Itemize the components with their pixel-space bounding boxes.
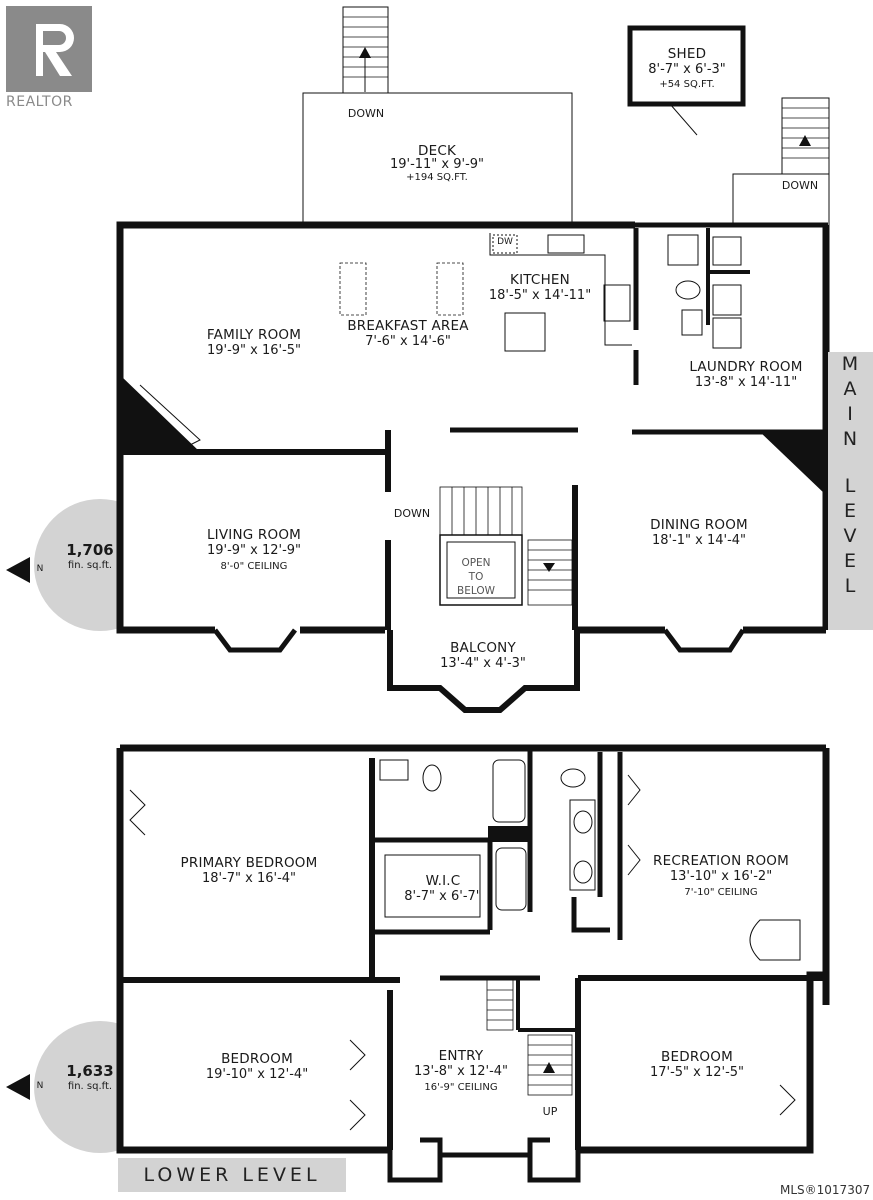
main-level-letter: L	[844, 475, 857, 497]
room-primary: PRIMARY BEDROOM 18'-7" x 16'-4"	[181, 855, 318, 887]
main-area-unit: fin. sq.ft.	[67, 560, 113, 571]
family-dims: 19'-9" x 16'-5"	[206, 343, 302, 358]
lower-north-label: N	[36, 1081, 44, 1091]
laundry-dims: 13'-8" x 14'-11"	[694, 375, 798, 390]
deck-stairs-arrow-icon	[359, 47, 371, 58]
main-level-letter: N	[842, 428, 859, 450]
kitchen-dims: 18'-5" x 14'-11"	[488, 288, 592, 303]
room-wic: W.I.C 8'-7" x 6'-7"	[404, 873, 482, 905]
laundry-name: LAUNDRY ROOM	[689, 359, 803, 375]
open-to-below-line-2: TO	[468, 571, 484, 583]
dining-name: DINING ROOM	[650, 517, 748, 533]
family-name: FAMILY ROOM	[206, 327, 302, 343]
primary-dims: 18'-7" x 16'-4"	[201, 871, 297, 886]
room-family: FAMILY ROOM 19'-9" x 16'-5"	[207, 327, 301, 359]
realtor-logo: REALTOR	[6, 6, 94, 110]
room-entry: ENTRY 13'-8" x 12'-4" 16'-9" CEILING	[414, 1048, 508, 1096]
lower-level-badge: LOWER LEVEL	[118, 1158, 346, 1192]
shed-dims: 8'-7" x 6'-3"	[648, 62, 726, 77]
entry-dims: 13'-8" x 12'-4"	[413, 1064, 509, 1079]
main-level-letter: V	[843, 525, 858, 547]
open-to-below-line-3: BELOW	[457, 585, 495, 597]
shed-name: SHED	[667, 46, 707, 62]
room-recreation: RECREATION ROOM 13'-10" x 16'-2" 7'-10" …	[653, 853, 789, 901]
open-to-below-line-1: OPEN	[461, 557, 491, 569]
recreation-ceiling: 7'-10" CEILING	[684, 887, 758, 898]
room-kitchen: KITCHEN 18'-5" x 14'-11"	[489, 272, 591, 304]
main-north-label: N	[36, 564, 44, 574]
recreation-dims: 13'-10" x 16'-2"	[669, 869, 773, 884]
down-deck-label: DOWN	[347, 107, 385, 120]
open-to-below: OPEN TO BELOW	[457, 556, 495, 598]
up-stairs-label: UP	[542, 1105, 558, 1118]
lower-area: 1,633 fin. sq.ft.	[66, 1064, 113, 1094]
main-area: 1,706 fin. sq.ft.	[66, 543, 113, 573]
lower-stairs-arrow-icon	[543, 1062, 555, 1073]
realtor-logo-mark	[6, 6, 92, 92]
dishwasher-label: DW	[497, 237, 513, 247]
entry-ceiling: 16'-9" CEILING	[424, 1082, 498, 1093]
deck-dims: 19'-11" x 9'-9"	[389, 157, 485, 172]
main-north-arrow-icon	[6, 557, 30, 583]
bedroom-left-dims: 19'-10" x 12'-4"	[205, 1067, 309, 1082]
living-ceiling: 8'-0" CEILING	[220, 561, 288, 572]
bedroom-right-dims: 17'-5" x 12'-5"	[649, 1065, 745, 1080]
breakfast-name: BREAKFAST AREA	[347, 318, 469, 334]
wic-dims: 8'-7" x 6'-7"	[404, 889, 482, 904]
dining-dims: 18'-1" x 14'-4"	[651, 533, 747, 548]
kitchen-name: KITCHEN	[510, 272, 570, 288]
main-level-letter: A	[843, 378, 858, 400]
main-stairs-arrow-icon	[543, 563, 555, 572]
mls-number: MLS®1017307	[780, 1183, 871, 1197]
down-stairs-label: DOWN	[393, 507, 431, 520]
main-level-letter: I	[847, 403, 854, 425]
deck-name: DECK	[417, 143, 457, 159]
lower-level-label: LOWER LEVEL	[143, 1164, 321, 1186]
main-area-value: 1,706	[66, 541, 114, 559]
primary-name: PRIMARY BEDROOM	[180, 855, 318, 871]
laundry-stairs-arrow-icon	[799, 135, 811, 146]
balcony-name: BALCONY	[450, 640, 516, 656]
deck-area: +194 SQ.FT.	[406, 172, 468, 183]
shed-area: +54 SQ.FT.	[659, 79, 715, 90]
room-dining: DINING ROOM 18'-1" x 14'-4"	[650, 517, 748, 549]
main-level-letter: E	[843, 500, 857, 522]
lower-north-arrow-icon	[6, 1074, 30, 1100]
living-name: LIVING ROOM	[206, 527, 302, 543]
main-level-letter: E	[843, 550, 857, 572]
room-shed: SHED 8'-7" x 6'-3" +54 SQ.FT.	[648, 47, 726, 92]
down-laundry-label: DOWN	[781, 179, 819, 192]
bedroom-right-name: BEDROOM	[661, 1049, 733, 1065]
breakfast-dims: 7'-6" x 14'-6"	[365, 334, 451, 349]
recreation-name: RECREATION ROOM	[653, 853, 789, 869]
main-level-letter	[828, 452, 873, 474]
bedroom-left-name: BEDROOM	[221, 1051, 293, 1067]
main-level-letter: L	[844, 575, 857, 597]
room-balcony: BALCONY 13'-4" x 4'-3"	[440, 640, 526, 672]
lower-area-unit: fin. sq.ft.	[67, 1081, 113, 1092]
room-deck: DECK 19'-11" x 9'-9" +194 SQ.FT.	[389, 143, 485, 184]
main-level-letter: M	[841, 353, 860, 375]
room-living: LIVING ROOM 19'-9" x 12'-9" 8'-0" CEILIN…	[207, 527, 301, 575]
entry-name: ENTRY	[438, 1048, 484, 1064]
room-bedroom-right: BEDROOM 17'-5" x 12'-5"	[650, 1049, 744, 1081]
wic-name: W.I.C	[425, 873, 461, 889]
realtor-logo-text: REALTOR	[6, 94, 73, 110]
room-breakfast: BREAKFAST AREA 7'-6" x 14'-6"	[347, 318, 468, 350]
lower-area-value: 1,633	[66, 1062, 114, 1080]
balcony-dims: 13'-4" x 4'-3"	[440, 656, 526, 671]
living-dims: 19'-9" x 12'-9"	[206, 543, 302, 558]
room-laundry: LAUNDRY ROOM 13'-8" x 14'-11"	[689, 359, 802, 391]
room-bedroom-left: BEDROOM 19'-10" x 12'-4"	[206, 1051, 308, 1083]
